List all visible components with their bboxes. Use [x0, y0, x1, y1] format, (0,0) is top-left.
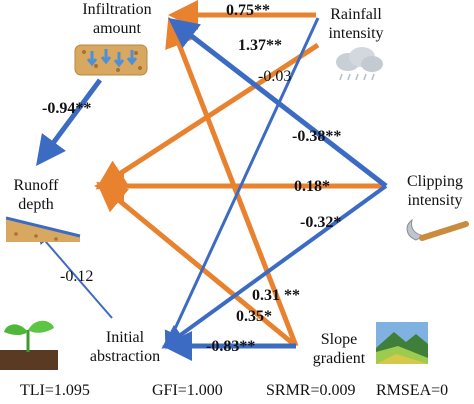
fit-rmsea: RMSEA=0	[376, 382, 449, 399]
node-rainfall-line1: Rainfall	[330, 6, 382, 23]
node-infiltration-label: Infiltration amount	[62, 0, 172, 38]
node-clipping-line1: Clipping	[406, 173, 463, 190]
coef-rainfall-initial: -0.03	[258, 68, 292, 85]
arrow-clipping-to-infiltration	[168, 17, 388, 188]
node-initial-line2: abstraction	[89, 348, 161, 365]
coef-clipping-runoff: 0.18*	[294, 178, 330, 195]
rain-cloud-icon	[336, 47, 383, 81]
node-rainfall-line2: intensity	[328, 25, 384, 42]
node-runoff-line1: Runoff	[13, 177, 59, 194]
infiltration-soil-icon	[74, 44, 148, 76]
landscape-icon	[376, 322, 428, 364]
coef-clipping-initial: -0.32*	[300, 214, 342, 231]
arrow-infiltration-to-runoff	[36, 78, 103, 167]
node-slope-label: Slope gradient	[304, 330, 374, 368]
seedling-icon	[0, 320, 58, 370]
node-slope-line1: Slope	[320, 331, 358, 348]
coef-clipping-infiltration: -0.38**	[292, 128, 342, 145]
fit-gfi: GFI=1.000	[152, 382, 223, 399]
node-initial-label: Initial abstraction	[78, 328, 172, 366]
coef-initial-runoff: -0.12	[60, 268, 94, 285]
coef-slope-runoff: 0.35*	[236, 308, 272, 325]
node-initial-line1: Initial	[105, 329, 145, 346]
coef-infiltration-runoff: -0.94**	[42, 100, 92, 117]
coef-slope-infiltration: 1.37**	[238, 37, 282, 54]
arrow-initial-to-runoff	[37, 231, 113, 319]
node-runoff-label: Runoff depth	[4, 176, 68, 214]
arrow-slope-to-runoff	[96, 181, 298, 348]
node-clipping-line2: intensity	[407, 192, 463, 209]
node-infiltration-line2: amount	[93, 20, 141, 37]
node-rainfall-label: Rainfall intensity	[316, 5, 396, 43]
fit-srmr: SRMR=0.009	[266, 382, 356, 399]
fit-tli: TLI=1.095	[20, 382, 90, 399]
arrow-rainfall-to-runoff	[95, 42, 320, 190]
arrow-clipping-to-initial	[161, 184, 388, 349]
arrow-rainfall-to-initial	[164, 17, 320, 350]
node-slope-line2: gradient	[312, 350, 366, 367]
sickle-icon	[406, 218, 469, 241]
node-clipping-label: Clipping intensity	[396, 172, 474, 210]
coef-rainfall-runoff: 0.31 **	[252, 287, 300, 304]
coef-rainfall-infiltration: 0.75**	[226, 2, 270, 19]
runoff-slope-icon	[6, 216, 81, 242]
node-runoff-line2: depth	[18, 196, 54, 213]
node-infiltration-line1: Infiltration	[82, 1, 152, 18]
coef-slope-initial: -0.83**	[206, 338, 256, 355]
